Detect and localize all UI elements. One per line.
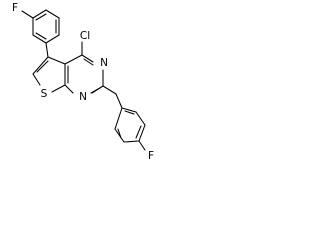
fluorophenyl-ring-bottom	[114, 107, 146, 151]
bond	[32, 56, 49, 75]
bond	[114, 107, 123, 130]
bond	[114, 128, 125, 143]
nitrogen-label-upper: N	[100, 57, 108, 69]
bond	[138, 140, 146, 151]
sulfur-label: S	[41, 88, 48, 100]
bond	[121, 107, 137, 113]
bond	[21, 10, 34, 19]
bond	[45, 9, 60, 19]
double-bond	[35, 13, 47, 21]
bond	[123, 140, 140, 143]
double-bond	[117, 128, 122, 139]
bond	[115, 93, 123, 109]
bond	[64, 54, 83, 65]
bond	[102, 85, 117, 95]
fluorine-label-top: F	[12, 2, 18, 14]
bond	[135, 111, 146, 126]
atom-labels: F Cl N N S F	[12, 2, 154, 160]
bond	[45, 34, 60, 44]
bond	[32, 9, 47, 19]
bond	[32, 73, 41, 86]
bond	[51, 84, 66, 93]
pyrimidine-ring	[64, 54, 104, 94]
thiophene-ring	[32, 56, 66, 93]
double-bond	[36, 60, 49, 73]
double-bond	[135, 125, 142, 139]
bond	[32, 34, 47, 44]
bond	[45, 42, 49, 58]
molecule-structure: F Cl N N S F	[0, 0, 166, 160]
fluorophenyl-ring-top	[21, 9, 60, 44]
double-bond	[83, 58, 94, 66]
fluorine-label-bottom: F	[148, 150, 154, 160]
chlorine-label: Cl	[80, 30, 90, 42]
double-bond	[35, 32, 47, 40]
bond	[138, 124, 146, 142]
bond	[47, 56, 66, 65]
double-bond	[90, 87, 101, 94]
nitrogen-label-lower: N	[79, 91, 87, 103]
bond	[64, 84, 74, 94]
double-bond	[124, 110, 135, 115]
bond	[81, 54, 94, 63]
structure-drawing: F Cl N N S F	[12, 2, 154, 160]
